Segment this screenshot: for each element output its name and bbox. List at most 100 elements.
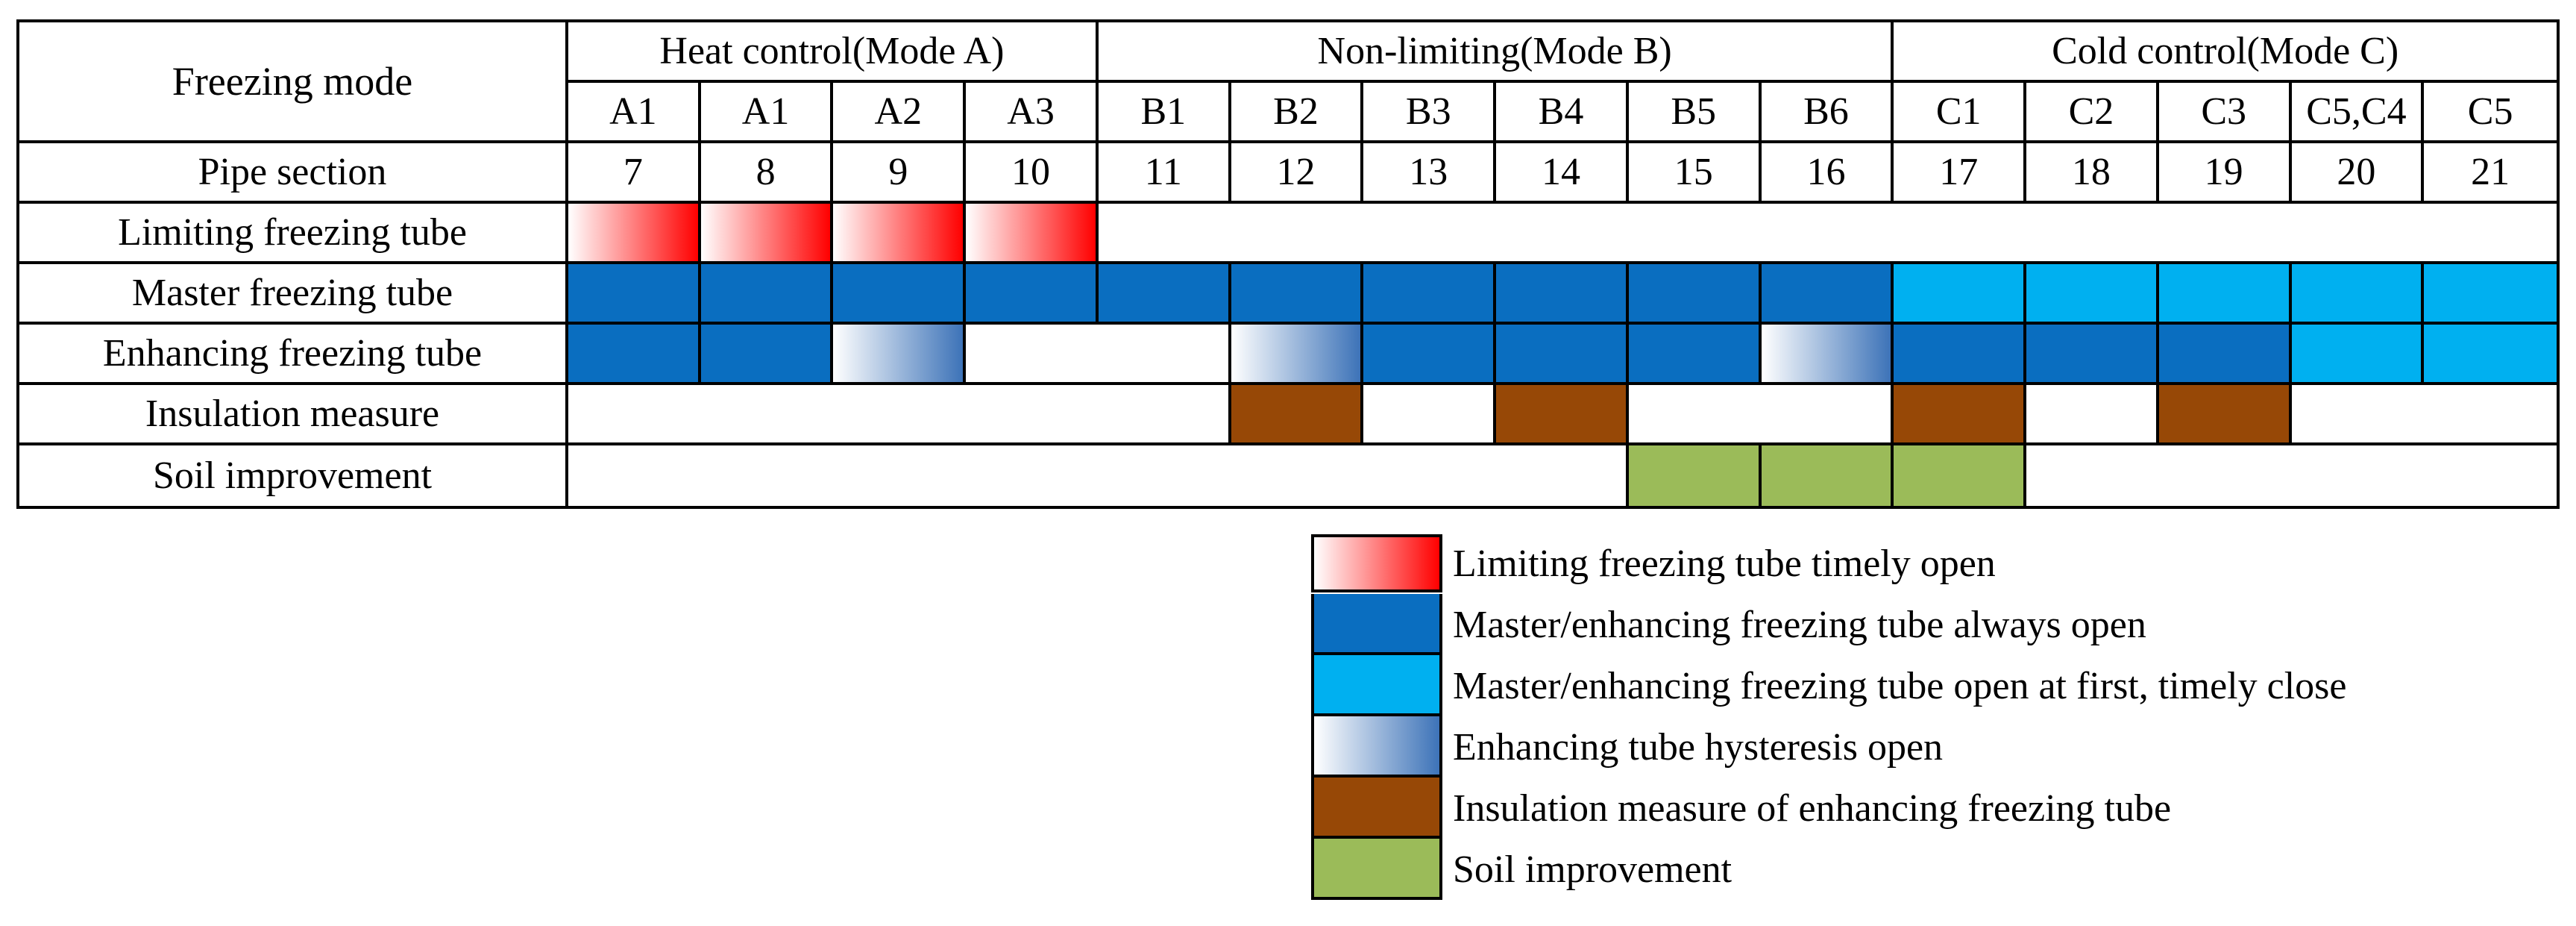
status-cell-none xyxy=(966,325,1099,385)
status-cell-none xyxy=(700,385,834,445)
mode-cell: C1 xyxy=(1894,83,2027,143)
legend-item: Master/enhancing freezing tube open at f… xyxy=(1311,655,2346,716)
legend-swatch-blue xyxy=(1311,594,1442,655)
status-cell-none xyxy=(2026,385,2159,445)
status-cell-light xyxy=(2291,264,2425,325)
legend-swatch-red xyxy=(1311,534,1442,592)
mode-group-header: Cold control(Mode C) xyxy=(1894,22,2557,83)
pipe-section-cell: 15 xyxy=(1628,143,1762,204)
legend-item: Soil improvement xyxy=(1311,839,2346,900)
legend-item: Limiting freezing tube timely open xyxy=(1311,533,2346,594)
status-cell-none xyxy=(568,445,701,506)
status-cell-light xyxy=(2424,264,2557,325)
legend-item: Master/enhancing freezing tube always op… xyxy=(1311,594,2346,655)
legend-swatch-green xyxy=(1311,839,1442,900)
status-cell-brown xyxy=(1894,385,2027,445)
legend-label: Limiting freezing tube timely open xyxy=(1453,542,1996,585)
measure-row-label: Master freezing tube xyxy=(19,264,568,325)
mode-cell: A2 xyxy=(833,83,967,143)
pipe-section-cell: 13 xyxy=(1363,143,1497,204)
legend-item: Insulation measure of enhancing freezing… xyxy=(1311,778,2346,839)
legend-label: Enhancing tube hysteresis open xyxy=(1453,725,1944,769)
status-cell-none xyxy=(1098,445,1231,506)
measure-row-label: Enhancing freezing tube xyxy=(19,325,568,385)
status-cell-none xyxy=(966,445,1099,506)
pipe-section-cell: 9 xyxy=(833,143,967,204)
legend-label: Soil improvement xyxy=(1453,848,1732,891)
status-cell-hyst xyxy=(1761,325,1894,385)
pipe-section-cell: 20 xyxy=(2291,143,2425,204)
status-cell-light xyxy=(2424,325,2557,385)
status-cell-none xyxy=(2026,204,2159,264)
freezing-mode-label: Freezing mode xyxy=(19,22,568,143)
legend-label: Master/enhancing freezing tube always op… xyxy=(1453,603,2146,646)
status-cell-blue xyxy=(1363,264,1497,325)
pipe-section-cell: 19 xyxy=(2158,143,2292,204)
status-cell-red xyxy=(568,204,701,264)
status-cell-none xyxy=(2158,445,2292,506)
pipe-section-cell: 21 xyxy=(2424,143,2557,204)
status-cell-none xyxy=(700,445,834,506)
status-cell-brown xyxy=(2158,385,2292,445)
pipe-section-cell: 8 xyxy=(700,143,834,204)
status-cell-none xyxy=(1761,385,1894,445)
status-cell-red xyxy=(966,204,1099,264)
mode-cell: C3 xyxy=(2158,83,2292,143)
status-cell-none xyxy=(2026,445,2159,506)
mode-cell: B3 xyxy=(1363,83,1497,143)
status-cell-none xyxy=(1098,385,1231,445)
status-cell-red xyxy=(833,204,967,264)
status-cell-blue xyxy=(1761,264,1894,325)
status-cell-none xyxy=(1894,204,2027,264)
pipe-section-label: Pipe section xyxy=(19,143,568,204)
legend-swatch-hyst xyxy=(1311,716,1442,778)
measure-row-label: Soil improvement xyxy=(19,445,568,506)
status-cell-none xyxy=(2424,385,2557,445)
status-cell-green xyxy=(1761,445,1894,506)
status-cell-none xyxy=(1231,204,1364,264)
pipe-section-cell: 10 xyxy=(966,143,1099,204)
mode-cell: A1 xyxy=(568,83,701,143)
status-cell-blue xyxy=(1231,264,1364,325)
pipe-section-cell: 14 xyxy=(1496,143,1629,204)
legend-swatch-brown xyxy=(1311,778,1442,839)
status-cell-blue xyxy=(2026,325,2159,385)
mode-cell: B1 xyxy=(1098,83,1231,143)
mode-cell: C5 xyxy=(2424,83,2557,143)
status-cell-blue xyxy=(1628,264,1762,325)
pipe-section-cell: 18 xyxy=(2026,143,2159,204)
status-cell-none xyxy=(2424,204,2557,264)
status-cell-blue xyxy=(2158,325,2292,385)
mode-cell: A1 xyxy=(700,83,834,143)
status-cell-hyst xyxy=(1231,325,1364,385)
status-cell-none xyxy=(1761,204,1894,264)
status-cell-none xyxy=(833,445,967,506)
status-cell-blue xyxy=(966,264,1099,325)
legend-swatch-light xyxy=(1311,655,1442,716)
status-cell-none xyxy=(1628,385,1762,445)
status-cell-light xyxy=(2291,325,2425,385)
status-cell-none xyxy=(1098,204,1231,264)
measure-row-label: Limiting freezing tube xyxy=(19,204,568,264)
status-cell-hyst xyxy=(833,325,967,385)
status-cell-none xyxy=(966,385,1099,445)
status-cell-none xyxy=(2291,204,2425,264)
status-cell-none xyxy=(833,385,967,445)
status-cell-blue xyxy=(833,264,967,325)
status-cell-blue xyxy=(1628,325,1762,385)
status-cell-none xyxy=(1363,445,1497,506)
status-cell-light xyxy=(1894,264,2027,325)
status-cell-blue xyxy=(1496,325,1629,385)
pipe-section-cell: 7 xyxy=(568,143,701,204)
status-cell-none xyxy=(1231,445,1364,506)
measure-row-label: Insulation measure xyxy=(19,385,568,445)
status-cell-none xyxy=(1098,325,1231,385)
status-cell-none xyxy=(1363,204,1497,264)
status-cell-none xyxy=(1363,385,1497,445)
status-cell-brown xyxy=(1496,385,1629,445)
mode-cell: B2 xyxy=(1231,83,1364,143)
mode-cell: A3 xyxy=(966,83,1099,143)
status-cell-blue xyxy=(568,264,701,325)
